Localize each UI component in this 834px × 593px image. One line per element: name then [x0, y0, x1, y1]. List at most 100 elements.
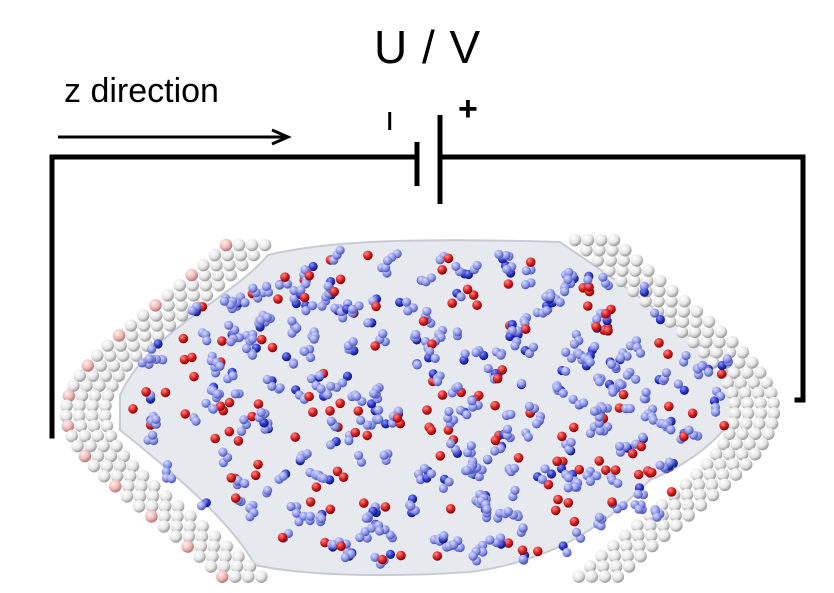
lipid-head — [689, 315, 703, 328]
lipid-head — [86, 369, 100, 383]
anion — [437, 265, 448, 275]
cation-atom — [278, 471, 288, 481]
anion — [503, 538, 514, 548]
lipid-head — [614, 274, 628, 288]
anion — [563, 498, 574, 508]
lipid-head — [199, 278, 213, 292]
lipid-head — [171, 500, 185, 513]
lipid-head — [764, 386, 778, 400]
cation-atom — [444, 477, 454, 487]
lipid-head — [706, 488, 720, 502]
lipid-head — [593, 243, 606, 257]
cation-atom — [697, 361, 707, 371]
voltage-label: U / V — [374, 21, 482, 73]
lipid-head — [134, 479, 148, 493]
lipid-head — [631, 529, 645, 543]
lipid-head — [219, 238, 233, 252]
lipid-head — [138, 329, 152, 342]
anion — [569, 422, 579, 433]
lipid-head — [187, 289, 201, 302]
lipid-head — [103, 349, 117, 362]
lipid-head — [100, 419, 114, 433]
lipid-head — [653, 274, 667, 288]
lipid-head — [87, 419, 101, 433]
lipid-head — [78, 429, 91, 443]
anion — [490, 435, 501, 446]
cation-atom — [361, 513, 371, 523]
anion — [633, 469, 644, 480]
lipid-head — [617, 254, 630, 267]
anion — [215, 401, 226, 412]
lipid-head — [175, 309, 189, 322]
lipid-head — [78, 449, 92, 463]
cation-atom — [438, 483, 448, 493]
cation-atom — [412, 360, 422, 370]
cation-atom — [521, 266, 531, 276]
cation-atom — [537, 474, 547, 484]
lipid-head — [754, 407, 768, 420]
lipid-head — [701, 325, 715, 339]
lipid-head — [748, 447, 762, 461]
cation-atom — [148, 430, 158, 440]
anion — [654, 338, 664, 348]
lipid-head — [74, 419, 88, 433]
lipid-head — [224, 268, 237, 282]
cation-atom — [315, 370, 325, 380]
lipid-head — [97, 469, 111, 483]
cation-atom — [354, 301, 364, 311]
anion — [233, 436, 244, 446]
lipid-head — [171, 510, 184, 523]
lipid-head — [125, 329, 139, 342]
lipid-head — [595, 549, 608, 563]
cation-atom — [648, 415, 658, 425]
lipid-head — [185, 268, 198, 282]
cation-atom — [340, 552, 350, 563]
lipid-head — [106, 379, 119, 393]
lipid-head — [183, 520, 196, 533]
cation-atom — [326, 440, 336, 450]
cation-atom — [463, 448, 473, 458]
cation-atom — [262, 374, 272, 385]
anion — [432, 551, 443, 561]
lipid-head — [121, 479, 135, 493]
cation-atom — [633, 489, 643, 499]
cation-atom — [456, 292, 466, 302]
lipid-head — [173, 278, 187, 292]
cation-atom — [585, 476, 596, 486]
cation-atom — [262, 312, 272, 322]
lipid-head — [721, 376, 734, 390]
lipid-head — [104, 429, 117, 443]
cation-atom — [262, 281, 272, 291]
lipid-head — [609, 560, 623, 573]
lipid-head — [677, 305, 691, 318]
lipid-head — [668, 498, 682, 512]
lipid-head — [621, 549, 634, 563]
anion — [280, 272, 290, 283]
anion — [362, 430, 373, 441]
cation-atom — [275, 383, 285, 393]
anion — [716, 369, 727, 379]
cation-atom — [224, 320, 234, 330]
cation-atom — [608, 387, 618, 397]
anion — [308, 407, 318, 418]
lipid-head — [652, 284, 666, 298]
lipid-head — [85, 409, 99, 423]
lipid-head — [228, 570, 242, 583]
lipid-head — [726, 458, 740, 471]
anion — [557, 431, 567, 442]
anion — [445, 504, 456, 514]
lipid-head — [97, 439, 110, 453]
lipid-head — [117, 449, 131, 463]
cation-atom — [248, 283, 258, 293]
anion — [256, 334, 267, 345]
lipid-head — [713, 458, 727, 471]
cation-atom — [583, 275, 593, 285]
lipid-head — [634, 549, 647, 563]
cation-atom — [625, 403, 635, 414]
cation-atom — [426, 469, 436, 479]
cation-atom — [532, 419, 542, 429]
cation-atom — [167, 474, 177, 484]
cation-atom — [162, 460, 173, 470]
cation-atom — [466, 441, 476, 451]
cation-atom — [510, 341, 520, 351]
